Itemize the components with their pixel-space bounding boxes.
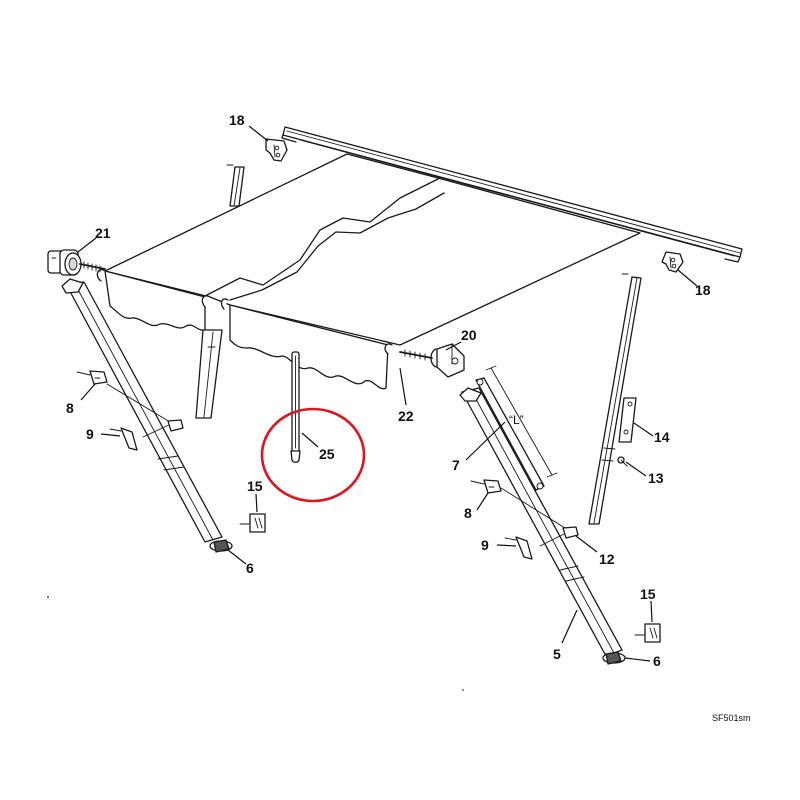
- right-hardware-8: [470, 479, 502, 494]
- callout-18-right: 18: [695, 282, 711, 298]
- right-hardware-13: [617, 456, 628, 467]
- speck: [47, 596, 49, 598]
- callout-9-left: 9: [86, 426, 94, 442]
- callout-14: 14: [654, 429, 670, 445]
- callout-8-right: 8: [464, 505, 472, 521]
- awning-rail: [281, 126, 743, 263]
- right-cross-strut: [500, 487, 569, 547]
- left-rear-rafter: [229, 166, 245, 207]
- dimension-L: [485, 365, 558, 478]
- right-main-arm: [459, 387, 623, 657]
- callout-labels: 18 18 21 20 22 25 7 14 13 8 9 15 6 8 9 1…: [66, 112, 711, 669]
- callout-5: 5: [553, 646, 561, 662]
- callout-15-left: 15: [247, 478, 263, 494]
- left-roller-spring: [79, 261, 106, 273]
- callout-9-right: 9: [481, 537, 489, 553]
- highlight-circle: [260, 407, 366, 503]
- drawing-code: SF501sm: [712, 713, 751, 723]
- callout-6-right: 6: [653, 653, 661, 669]
- right-roller-spring: [399, 349, 433, 361]
- right-hardware-15: [634, 623, 661, 643]
- callout-21: 21: [95, 225, 111, 241]
- speck: [462, 689, 464, 691]
- right-hardware-14: [618, 397, 637, 443]
- left-main-arm: [61, 278, 223, 543]
- right-bracket-12: [562, 526, 579, 539]
- dimension-L-label: “L”: [509, 413, 524, 427]
- callout-20: 20: [461, 327, 477, 343]
- callout-18-top: 18: [229, 112, 245, 128]
- part-7-cord: [475, 377, 545, 491]
- callout-7: 7: [452, 457, 460, 473]
- right-rear-rafter: [588, 276, 642, 525]
- right-hardware-9: [504, 536, 533, 560]
- center-support-arm: [195, 329, 223, 419]
- right-end-cap: [430, 343, 465, 378]
- left-bracket-12: [167, 419, 184, 432]
- left-hardware-9: [109, 427, 138, 451]
- left-hardware-15: [239, 513, 266, 533]
- left-hardware-8: [76, 370, 108, 385]
- callout-13: 13: [648, 470, 664, 486]
- top-bracket-right: [621, 251, 684, 275]
- callout-22: 22: [398, 408, 414, 424]
- right-foot-6: [602, 651, 626, 665]
- callout-25: 25: [319, 446, 335, 462]
- callout-8-left: 8: [66, 400, 74, 416]
- callout-6-left: 6: [246, 560, 254, 576]
- top-bracket-left: [226, 138, 288, 166]
- callout-15-right: 15: [640, 586, 656, 602]
- pull-wand: [290, 351, 301, 463]
- left-cross-strut: [106, 383, 172, 438]
- awning-fabric: [96, 153, 641, 390]
- leader-lines: [77, 125, 698, 662]
- left-end-cap: [47, 249, 82, 276]
- left-foot-6: [209, 539, 233, 553]
- callout-12-right: 12: [599, 551, 615, 567]
